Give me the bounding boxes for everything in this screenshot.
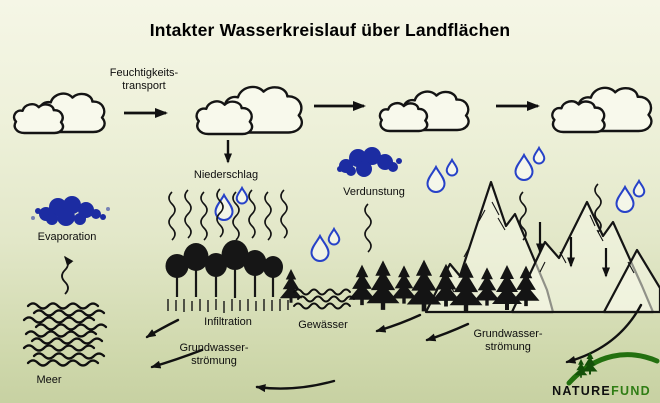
- label-precipitation: Niederschlag: [193, 169, 259, 181]
- diagram-title: Intakter Wasserkreislauf über Landfläche…: [149, 20, 511, 40]
- label-groundwater-flow-right: Grundwasser- strömung: [460, 328, 556, 354]
- surface-water-waves-icon: [293, 288, 355, 310]
- moisture-transport-line1: Feuchtigkeits-: [109, 67, 179, 79]
- tree-roots: [167, 299, 289, 313]
- label-evapotranspiration: Verdunstung: [343, 186, 405, 198]
- moisture-transport-line2: transport: [122, 79, 166, 92]
- logo-nature-text: NATURE: [552, 384, 612, 398]
- label-sea: Meer: [36, 374, 62, 386]
- deciduous-trees-icon: [165, 240, 303, 313]
- label-moisture-transport: Feuchtigkeits- transport: [103, 67, 185, 93]
- cloud-group-1-icon: [13, 92, 106, 134]
- mountain-hatching: [447, 201, 635, 293]
- groundwater-left-line1: Grundwasser-: [179, 342, 249, 354]
- mountain-precipitation-arrows: [536, 222, 610, 278]
- sea-waves-icon: [22, 302, 108, 367]
- moisture-transport-arrows: [124, 101, 540, 118]
- label-groundwater-flow-left: Grundwasser- strömung: [166, 342, 262, 368]
- groundwater-left-line2: strömung: [191, 354, 237, 367]
- groundwater-right-line1: Grundwasser-: [473, 328, 543, 340]
- cloud-group-4-icon: [551, 86, 653, 133]
- sea-evaporation-squiggle: [61, 255, 74, 295]
- groundwater-flow-arrows: [145, 303, 643, 393]
- mountain-range-icon: [424, 180, 660, 314]
- cloud-group-3-icon: [379, 90, 470, 132]
- groundwater-right-line2: strömung: [485, 340, 531, 353]
- naturefund-logo-text: NATUREFUND: [552, 384, 651, 398]
- naturefund-logo-art: [566, 352, 660, 386]
- label-evaporation: Evaporation: [37, 231, 97, 243]
- cloud-group-2-icon: [195, 85, 303, 135]
- cloud-row: [13, 85, 653, 135]
- label-surface-water: Gewässer: [298, 319, 348, 331]
- evaporation-vapor-cloud-icon: [31, 196, 110, 226]
- verdunstung-vapor-cloud-icon: [337, 147, 402, 177]
- logo-fund-text: FUND: [611, 384, 651, 398]
- label-infiltration: Infiltration: [204, 316, 252, 328]
